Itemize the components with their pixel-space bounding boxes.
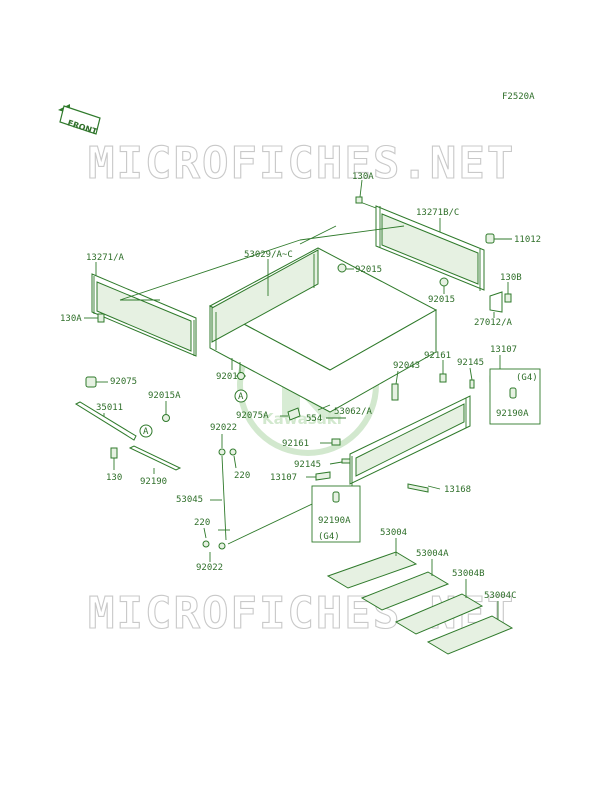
label-92075A: 92075A bbox=[236, 411, 269, 421]
figure-code: F2520A bbox=[502, 92, 535, 102]
gate-13271bc bbox=[375, 205, 485, 291]
label-53004A: 53004A bbox=[416, 549, 449, 559]
label-92043: 92043 bbox=[393, 361, 420, 371]
mat-53004a bbox=[360, 571, 450, 611]
label-53029: 53029/A~C bbox=[244, 250, 293, 260]
label-220-b: 220 bbox=[194, 518, 210, 528]
marker-a-2: A bbox=[143, 427, 149, 437]
label-92075: 92075 bbox=[110, 377, 137, 387]
bed-53029 bbox=[208, 247, 438, 413]
label-130A-top: 130A bbox=[352, 172, 374, 182]
label-92161-b: 92161 bbox=[282, 439, 309, 449]
label-53062A: 53062/A bbox=[334, 407, 373, 417]
label-13107-a: 13107 bbox=[490, 345, 517, 355]
label-27012A: 27012/A bbox=[474, 318, 513, 328]
label-13271A: 13271/A bbox=[86, 253, 125, 263]
label-53004: 53004 bbox=[380, 528, 407, 538]
mat-53004b bbox=[394, 593, 484, 635]
label-G4-b: (G4) bbox=[318, 532, 340, 542]
label-92190A-a: 92190A bbox=[496, 409, 529, 419]
label-130: 130 bbox=[106, 473, 122, 483]
label-11012: 11012 bbox=[514, 235, 541, 245]
label-53004B: 53004B bbox=[452, 569, 485, 579]
logo-text: Kawasaki bbox=[262, 410, 342, 428]
label-53004C: 53004C bbox=[484, 591, 517, 601]
label-92022-b: 92022 bbox=[196, 563, 223, 573]
mat-53004c bbox=[426, 615, 514, 655]
label-53045: 53045 bbox=[176, 495, 203, 505]
label-130B: 130B bbox=[500, 273, 522, 283]
label-92190: 92190 bbox=[140, 477, 167, 487]
label-92145-a: 92145 bbox=[457, 358, 484, 368]
label-130A-left: 130A bbox=[60, 314, 82, 324]
label-13168: 13168 bbox=[444, 485, 471, 495]
label-35011: 35011 bbox=[96, 403, 123, 413]
label-13271BC: 13271B/C bbox=[416, 208, 459, 218]
label-13107-b: 13107 bbox=[270, 473, 297, 483]
label-92015-b: 92015 bbox=[428, 295, 455, 305]
label-220-a: 220 bbox=[234, 471, 250, 481]
label-92015-a: 92015 bbox=[355, 265, 382, 275]
label-92161-a: 92161 bbox=[424, 351, 451, 361]
label-92022-a: 92022 bbox=[210, 423, 237, 433]
front-arrow-icon: FRONT bbox=[58, 104, 101, 137]
label-554: 554 bbox=[306, 414, 322, 424]
label-92190A-b: 92190A bbox=[318, 516, 351, 526]
label-92015-c: 92015 bbox=[216, 372, 243, 382]
mat-53004 bbox=[326, 551, 418, 589]
tailgate-53062 bbox=[349, 395, 471, 486]
label-92015A: 92015A bbox=[148, 391, 181, 401]
marker-a-1: A bbox=[238, 392, 244, 402]
label-G4-a: (G4) bbox=[516, 373, 538, 383]
gate-13271a bbox=[91, 273, 197, 357]
label-92145-b: 92145 bbox=[294, 460, 321, 470]
watermark-top: MICROFICHES.NET bbox=[88, 138, 515, 189]
